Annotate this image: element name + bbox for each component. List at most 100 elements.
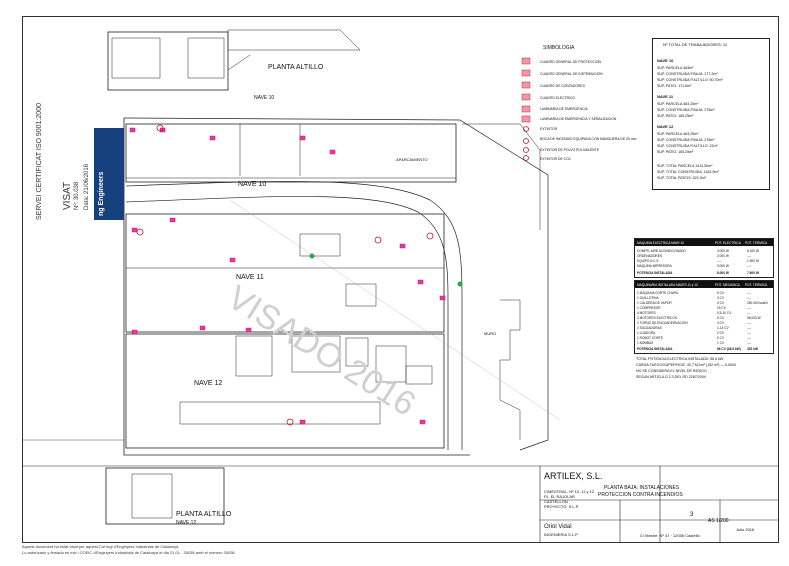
stamp-service: SERVEI CERTIFICAT ISO 9001:2000 xyxy=(36,103,43,220)
table-cell: ---- xyxy=(747,311,752,315)
legend-item: EXTINTOR DE POLVO POLIVALENTE xyxy=(540,148,599,152)
machine-note: SEGUN ARTICULO 2.3 DEL RD 2267/2004 xyxy=(636,375,706,379)
nave12-mezzanine-subtitle: NAVE 12 xyxy=(176,520,197,526)
nave12-label: NAVE 12 xyxy=(194,380,223,387)
table-cell: ---- xyxy=(717,259,722,263)
table-header-cell: POT. ELECTRICA xyxy=(715,241,741,245)
table-cell: 3.000 W xyxy=(717,249,729,253)
scale: AS 1/200 xyxy=(708,518,729,524)
table-cell: 250.000 kcal/h xyxy=(747,301,768,305)
legend-item: LUMINARIA DE EMERGENCIA xyxy=(540,107,588,111)
address-line: P.I. EL RAJOLAR xyxy=(544,494,575,499)
table-cell: 3.000 W xyxy=(717,264,729,268)
table-cell: 6.100 W xyxy=(747,249,759,253)
nave10-summary-title: NAVE 10 xyxy=(657,58,674,63)
table-total-cell: 302 kW xyxy=(747,347,758,351)
summary-line: SUP. PATIO: 171,8m² xyxy=(657,84,692,88)
address-line: CASTELLON xyxy=(544,499,568,504)
table-cell: COMPR. AIRE ACONDICIONADO xyxy=(637,249,686,253)
table-cell: ---- xyxy=(747,331,752,335)
table-cell: 2 CV xyxy=(717,331,725,335)
summary-total-line: SUP. TOTAL CONSTRUIDA: 1162,9m² xyxy=(657,170,719,174)
table-cell: MAQUINA IMPRESORA xyxy=(637,264,672,268)
table-cell: 1 MAQUINA CORTE CHAPA xyxy=(637,291,678,295)
machine-table: MAQUINARIA INSTALADA NAVES 11 y 12 POT. … xyxy=(634,280,774,354)
legend-item: EXTINTOR xyxy=(540,127,558,131)
table-cell: ---- xyxy=(747,264,752,268)
summary-line: SUP. CONSTRUIDA P.BAJA: 275m² xyxy=(657,108,715,112)
table-header-cell: MAQUINARIA INSTALADA NAVES 11 y 12 xyxy=(637,283,698,287)
table-total-cell: POTENCIA INSTALADA xyxy=(637,271,673,275)
summary-line: SUP. PATIO: 165,25m² xyxy=(657,150,694,154)
table-cell: ---- xyxy=(747,336,752,340)
table-cell: 2 MOTORES ELECTRICOS xyxy=(637,316,677,320)
table-cell: 2.000 W xyxy=(717,254,729,258)
machine-note: NO SE CONSIDERA EL NIVEL DE RIESGO xyxy=(636,369,707,373)
summary-total-line: SUP. TOTAL PARCELA 1410,50m² xyxy=(657,164,713,168)
power-table: MAQUINA ELECTRICA NAVE 10 POT. ELECTRICA… xyxy=(634,238,774,278)
legend-item: CUADRO GENERAL DE PROTECCION xyxy=(540,60,601,64)
table-cell: ---- xyxy=(747,341,752,345)
machine-table-header: MAQUINARIA INSTALADA NAVES 11 y 12 POT. … xyxy=(635,281,773,288)
drawing-title-line-1: PLANTA BAJA: INSTALACIONES xyxy=(604,485,680,491)
summary-box: Nº TOTAL DE TRABAJADORES: 11 NAVE 10 SUP… xyxy=(652,38,770,190)
summary-header: Nº TOTAL DE TRABAJADORES: 11 xyxy=(663,42,728,47)
table-cell: 1 LIJADORA xyxy=(637,331,656,335)
table-cell: EQUIPO A.C.S. xyxy=(637,259,660,263)
legend-title: SIMBOLOGIA xyxy=(543,45,575,51)
plan-number: 3 xyxy=(690,512,694,518)
nave12-mezzanine-title: PLANTA ALTILLO xyxy=(176,511,232,518)
table-cell: 1 TORNO DE ENCUADERNACION xyxy=(637,321,688,325)
summary-line: SUP. CONSTRUIDA P.BAJA: 276m² xyxy=(657,138,715,142)
parking-label: APARCAMIENTO xyxy=(396,157,428,162)
summary-line: SUP. CONSTRUIDA P.ALTILLO: 50,70m² xyxy=(657,78,723,82)
legend-item: BOCA DE INCENDIO EQUIPADA CON MANGUERA D… xyxy=(540,137,637,141)
visat-stamp xyxy=(94,128,124,220)
table-cell: 0,5-10 CV xyxy=(717,311,732,315)
table-cell: 5 CV xyxy=(717,316,725,320)
summary-line: SUP. PARCELA 463,25m² xyxy=(657,102,699,106)
table-header-cell: POT. TERMICA xyxy=(745,283,768,287)
footer-note-1: Aquest document ha estat visat per aques… xyxy=(22,544,179,549)
summary-total-line: SUP. TOTAL PATIOS: 522,3m² xyxy=(657,176,706,180)
legend-item: LUMINARIA DE EMERGENCIA Y SEÑALIZACION xyxy=(540,117,617,121)
table-cell: 0 CV xyxy=(717,336,725,340)
table-cell: ---- xyxy=(747,254,752,258)
legend-item: CUADRO GENERAL DE DISTRIBUCION xyxy=(540,72,603,76)
drawing-title-line-2: PROTECCION CONTRA INCENDIOS xyxy=(598,492,683,498)
nave10-mezzanine-title: PLANTA ALTILLO xyxy=(268,64,324,71)
table-header-cell: POT. TERMICA xyxy=(745,241,768,245)
summary-line: SUP. CONSTRUIDA P.BAJA: 277,2m² xyxy=(657,72,718,76)
table-total-cell: 66 CV (48,5 kW) xyxy=(717,347,741,351)
summary-line: SUP. PARCELA 463m² xyxy=(657,66,694,70)
nave11-summary-title: NAVE 11 xyxy=(657,94,674,99)
footer-note-2: Lo autorizado y firmado es mix i COEIC d… xyxy=(22,550,235,555)
table-header-cell: POT. MECANICA xyxy=(715,283,740,287)
address-line: C/MESTRAL, Nº 10, 11 y 12 xyxy=(544,489,595,494)
table-cell: ORDENADORES xyxy=(637,254,662,258)
nave12-summary-title: NAVE 12 xyxy=(657,124,674,129)
firm-address: C/ Mestre, Nº 47 · 12006 Castelló xyxy=(640,533,700,538)
table-cell: 4 MOTORES xyxy=(637,311,656,315)
table-cell: ---- xyxy=(747,321,752,325)
wall-label: MURO xyxy=(484,331,497,336)
table-total-cell: POTENCIA INSTALADA xyxy=(637,347,673,351)
sheet-frame xyxy=(22,16,779,543)
stamp-line: Data: 21/06/2016 xyxy=(84,163,90,210)
table-cell: 1 CALDERA DE VAPOR xyxy=(637,301,672,305)
summary-line: SUP. PATIO: 185,25m² xyxy=(657,114,694,118)
power-table-header: MAQUINA ELECTRICA NAVE 10 POT. ELECTRICA… xyxy=(635,239,773,246)
table-cell: 36.000 W xyxy=(747,316,761,320)
table-cell: 2 SOLDADORAS xyxy=(637,326,662,330)
table-cell: 3 CV xyxy=(717,296,725,300)
table-cell: 1-14 CV xyxy=(717,326,729,330)
table-cell: 1 BOMBAS xyxy=(637,341,654,345)
table-total-cell: 8.000 W xyxy=(717,271,729,275)
table-cell: 1 GUILLOTINA xyxy=(637,296,659,300)
table-header-cell: MAQUINA ELECTRICA NAVE 10 xyxy=(637,241,685,245)
project-label: PROYECTO: S.L.P. xyxy=(544,504,579,509)
nave10-mezzanine-subtitle: NAVE 10 xyxy=(254,95,275,101)
table-cell: 15 CV xyxy=(717,306,726,310)
